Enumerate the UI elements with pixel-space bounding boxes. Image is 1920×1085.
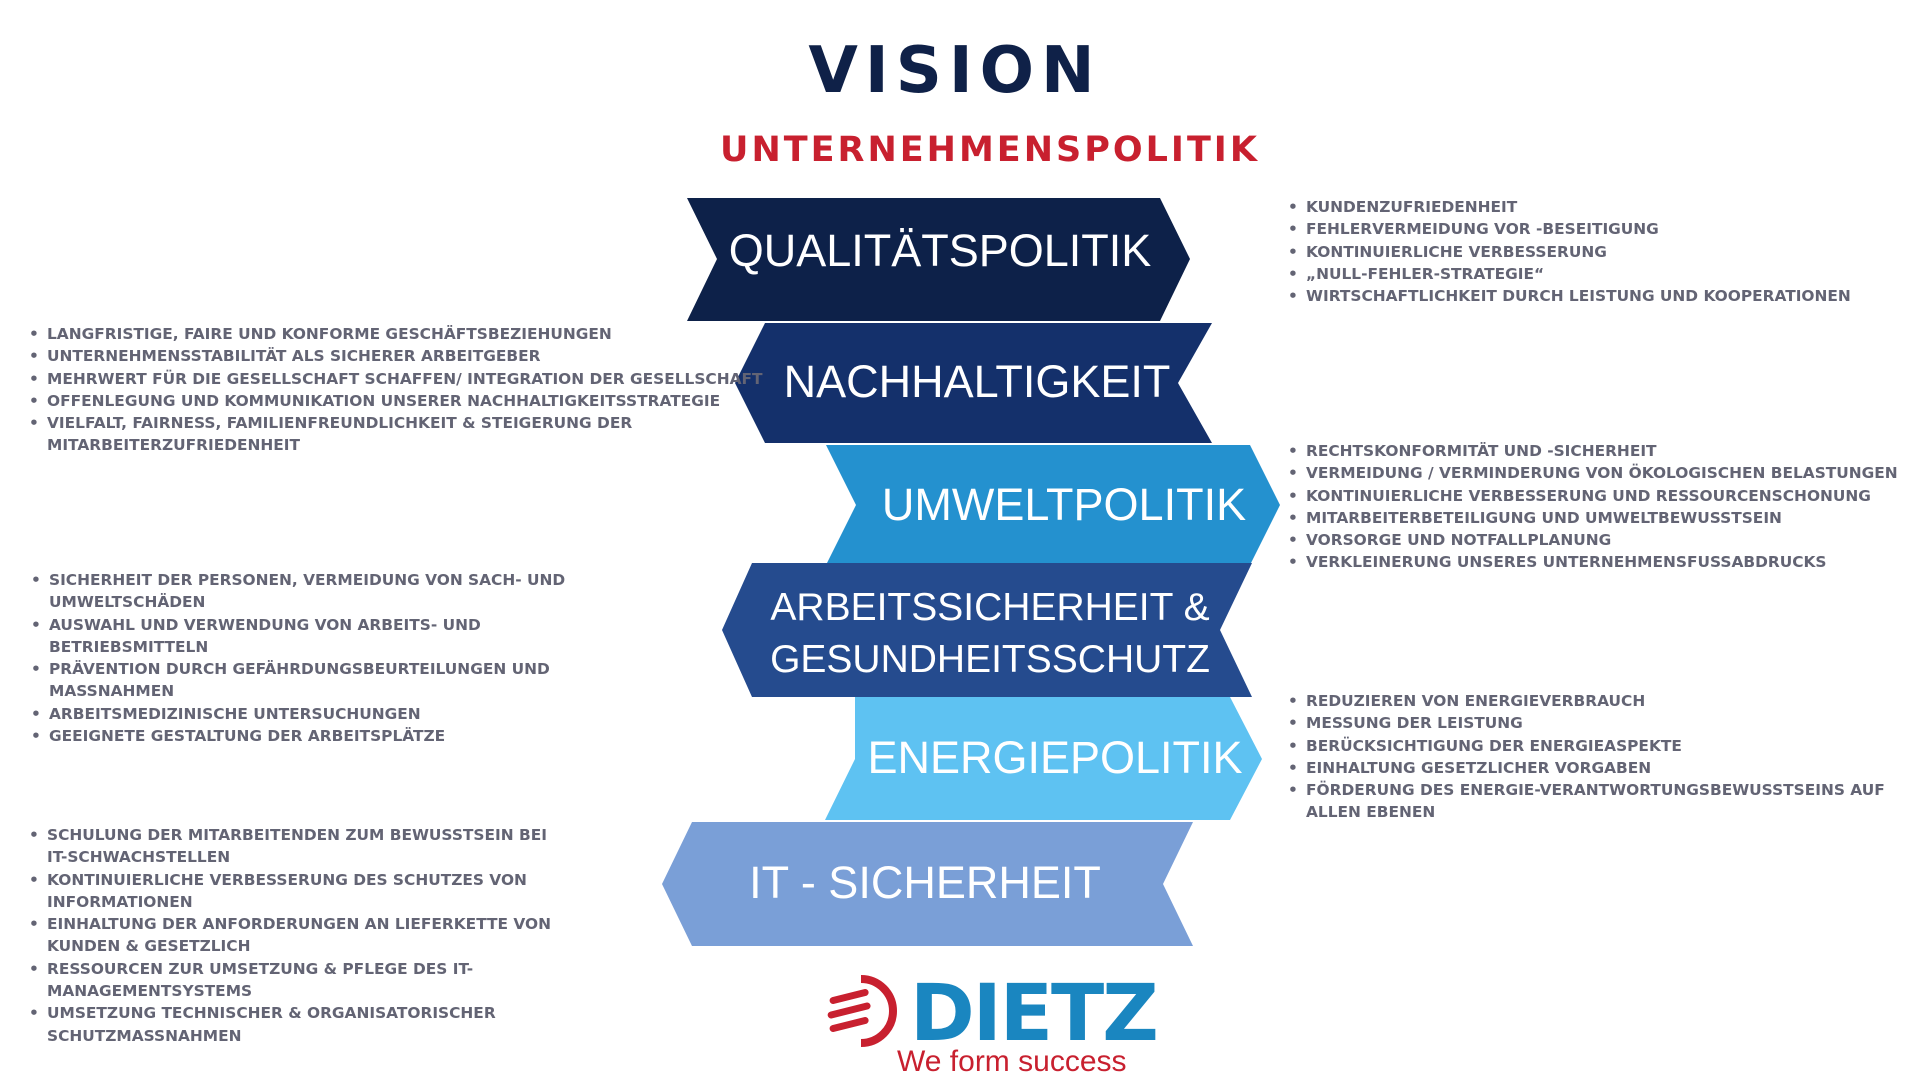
page-subtitle: UNTERNEHMENSPOLITIK	[720, 130, 1260, 170]
bullet-item: FÖRDERUNG DES ENERGIE-VERANTWORTUNGSBEWU…	[1288, 779, 1906, 824]
bullet-item: RESSOURCEN ZUR UMSETZUNG & PFLEGE DES IT…	[29, 958, 557, 1003]
chevron-nachhaltigkeit-label: NACHHALTIGKEIT	[783, 356, 1171, 407]
chevron-qualitaet-label: QUALITÄTSPOLITIK	[728, 225, 1152, 276]
logo-wordmark: DIETZ	[910, 969, 1159, 1059]
logo-tagline: We form success	[897, 1045, 1127, 1078]
chevron-it-label: IT - SICHERHEIT	[749, 857, 1101, 908]
bullet-item: WIRTSCHAFTLICHKEIT DURCH LEISTUNG UND KO…	[1288, 285, 1906, 308]
dietz-d-mark-icon	[827, 975, 897, 1047]
dietz-logo: DIETZ We form success	[825, 975, 1159, 1085]
chevron-energie-shape	[825, 697, 1262, 820]
page-title: VISION	[808, 34, 1102, 108]
bullet-item: FEHLERVERMEIDUNG VOR -BESEITIGUNG	[1288, 218, 1906, 241]
bullet-item: KONTINUIERLICHE VERBESSERUNG	[1288, 241, 1906, 264]
bullet-item: BERÜCKSICHTIGUNG DER ENERGIEASPEKTE	[1288, 735, 1906, 758]
bullet-item: „NULL-FEHLER-STRATEGIE“	[1288, 263, 1906, 286]
bullet-item: OFFENLEGUNG UND KOMMUNIKATION UNSERER NA…	[29, 390, 767, 413]
bullet-item: UNTERNEHMENSSTABILITÄT ALS SICHERER ARBE…	[29, 345, 767, 368]
chevron-umwelt-label: UMWELTPOLITIK	[881, 479, 1247, 530]
bullet-item: KUNDENZUFRIEDENHEIT	[1288, 196, 1906, 219]
bullets-nachhaltigkeit: LANGFRISTIGE, FAIRE UND KONFORME GESCHÄF…	[29, 323, 767, 457]
chevron-umwelt-shape	[826, 445, 1280, 565]
bullet-item: ARBEITSMEDIZINISCHE UNTERSUCHUNGEN	[31, 703, 569, 726]
bullets-qualitaet: KUNDENZUFRIEDENHEITFEHLERVERMEIDUNG VOR …	[1288, 196, 1906, 308]
bullet-item: EINHALTUNG GESETZLICHER VORGABEN	[1288, 757, 1906, 780]
bullets-it: SCHULUNG DER MITARBEITENDEN ZUM BEWUSSTS…	[29, 824, 557, 1047]
chevron-energie-label: ENERGIEPOLITIK	[867, 732, 1243, 783]
bullet-item: KONTINUIERLICHE VERBESSERUNG UND RESSOUR…	[1288, 485, 1916, 508]
chevron-arbeitssicherheit-shape	[722, 563, 1252, 697]
chevron-arbeitssicherheit-label: ARBEITSSICHERHEIT & GESUNDHEITSSCHUTZ	[740, 582, 1240, 686]
bullet-item: LANGFRISTIGE, FAIRE UND KONFORME GESCHÄF…	[29, 323, 767, 346]
bullet-item: SCHULUNG DER MITARBEITENDEN ZUM BEWUSSTS…	[29, 824, 557, 869]
chevron-qualitaet-shape	[687, 198, 1190, 321]
bullet-item: GEEIGNETE GESTALTUNG DER ARBEITSPLÄTZE	[31, 725, 569, 748]
chevron-arbeitssicherheit-label-line2: GESUNDHEITSSCHUTZ	[770, 638, 1210, 681]
bullet-item: PRÄVENTION DURCH GEFÄHRDUNGSBEURTEILUNGE…	[31, 658, 569, 703]
bullet-item: AUSWAHL UND VERWENDUNG VON ARBEITS- UND …	[31, 614, 569, 659]
bullet-item: EINHALTUNG DER ANFORDERUNGEN AN LIEFERKE…	[29, 913, 557, 958]
bullet-item: UMSETZUNG TECHNISCHER & ORGANISATORISCHE…	[29, 1002, 557, 1047]
bullet-item: VORSORGE UND NOTFALLPLANUNG	[1288, 529, 1916, 552]
bullet-item: SICHERHEIT DER PERSONEN, VERMEIDUNG VON …	[31, 569, 569, 614]
bullet-item: MITARBEITERBETEILIGUNG UND UMWELTBEWUSST…	[1288, 507, 1916, 530]
bullet-item: MEHRWERT FÜR DIE GESELLSCHAFT SCHAFFEN/ …	[29, 368, 767, 391]
bullet-item: VERKLEINERUNG UNSERES UNTERNEHMENSFUSSAB…	[1288, 551, 1916, 574]
bullets-energie: REDUZIEREN VON ENERGIEVERBRAUCHMESSUNG D…	[1288, 690, 1906, 824]
bullet-item: MESSUNG DER LEISTUNG	[1288, 712, 1906, 735]
chevron-nachhaltigkeit-shape	[735, 323, 1212, 443]
chevron-arbeitssicherheit-label-line1: ARBEITSSICHERHEIT &	[770, 586, 1210, 629]
bullet-item: KONTINUIERLICHE VERBESSERUNG DES SCHUTZE…	[29, 869, 557, 914]
bullets-umwelt: RECHTSKONFORMITÄT UND -SICHERHEITVERMEID…	[1288, 440, 1916, 574]
chevron-it-shape	[662, 822, 1193, 946]
bullet-item: VIELFALT, FAIRNESS, FAMILIENFREUNDLICHKE…	[29, 412, 767, 457]
bullets-arbeitssicherheit: SICHERHEIT DER PERSONEN, VERMEIDUNG VON …	[31, 569, 569, 748]
bullet-item: VERMEIDUNG / VERMINDERUNG VON ÖKOLOGISCH…	[1288, 462, 1916, 485]
bullet-item: REDUZIEREN VON ENERGIEVERBRAUCH	[1288, 690, 1906, 713]
bullet-item: RECHTSKONFORMITÄT UND -SICHERHEIT	[1288, 440, 1916, 463]
